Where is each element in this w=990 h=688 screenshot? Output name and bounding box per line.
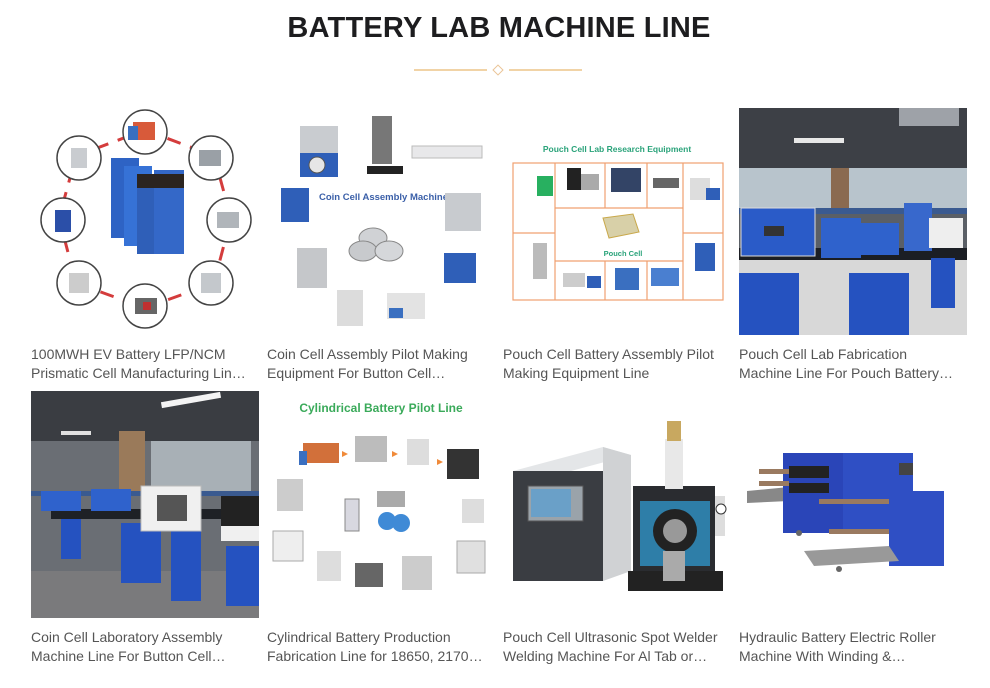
- product-card[interactable]: Pouch Cell Lab Fabrication Machine Line …: [739, 108, 967, 383]
- product-title-link[interactable]: Hydraulic Battery Electric Roller Machin…: [739, 629, 936, 664]
- product-image-pouch-cell-research[interactable]: Pouch Cell Lab Research Equipment Pouch …: [503, 108, 731, 335]
- product-card[interactable]: Coin Cell Assembly Machine Coin Cell Ass…: [267, 108, 495, 383]
- product-title-link[interactable]: Pouch Cell Ultrasonic Spot Welder Weldin…: [503, 629, 718, 664]
- title-divider: [414, 64, 584, 76]
- product-title-link[interactable]: Pouch Cell Lab Fabrication Machine Line …: [739, 346, 953, 381]
- product-card[interactable]: 100MWH EV Battery LFP/NCM Prismatic Cell…: [31, 108, 259, 383]
- product-image-coin-lab-photo[interactable]: [31, 391, 259, 618]
- product-title-link[interactable]: 100MWH EV Battery LFP/NCM Prismatic Cell…: [31, 346, 246, 381]
- product-card[interactable]: Cylindrical Battery Pilot Line Cylindric…: [267, 391, 495, 666]
- image-caption-text: Coin Cell Assembly Machine: [319, 192, 448, 203]
- product-image-prismatic-line[interactable]: [31, 108, 259, 335]
- svg-text:Cylindrical Battery Pilot Line: Cylindrical Battery Pilot Line: [299, 401, 463, 415]
- svg-text:Pouch Cell: Pouch Cell: [604, 249, 643, 258]
- product-card[interactable]: Pouch Cell Lab Research Equipment Pouch …: [503, 108, 731, 383]
- product-title-link[interactable]: Coin Cell Laboratory Assembly Machine Li…: [31, 629, 226, 664]
- product-title-link[interactable]: Coin Cell Assembly Pilot Making Equipmen…: [267, 346, 468, 381]
- product-image-roller-press[interactable]: [739, 391, 967, 618]
- product-card[interactable]: Coin Cell Laboratory Assembly Machine Li…: [31, 391, 259, 666]
- product-title-link[interactable]: Pouch Cell Battery Assembly Pilot Making…: [503, 346, 714, 381]
- product-image-pouch-lab-photo[interactable]: [739, 108, 967, 335]
- divider-line-right: [509, 69, 582, 71]
- divider-line-left: [414, 69, 487, 71]
- section-title: BATTERY LAB MACHINE LINE: [287, 12, 711, 44]
- product-title-link[interactable]: Cylindrical Battery Production Fabricati…: [267, 629, 483, 664]
- svg-text:Pouch Cell Lab Research Equipm: Pouch Cell Lab Research Equipment: [543, 144, 691, 154]
- product-card[interactable]: Pouch Cell Ultrasonic Spot Welder Weldin…: [503, 391, 731, 666]
- product-image-cylindrical-pilot-line[interactable]: Cylindrical Battery Pilot Line: [267, 391, 495, 618]
- diamond-icon: [492, 64, 504, 76]
- product-card[interactable]: Hydraulic Battery Electric Roller Machin…: [739, 391, 967, 666]
- product-image-ultrasonic-welder[interactable]: [503, 391, 731, 618]
- product-image-coin-cell-assembly[interactable]: Coin Cell Assembly Machine: [267, 108, 495, 335]
